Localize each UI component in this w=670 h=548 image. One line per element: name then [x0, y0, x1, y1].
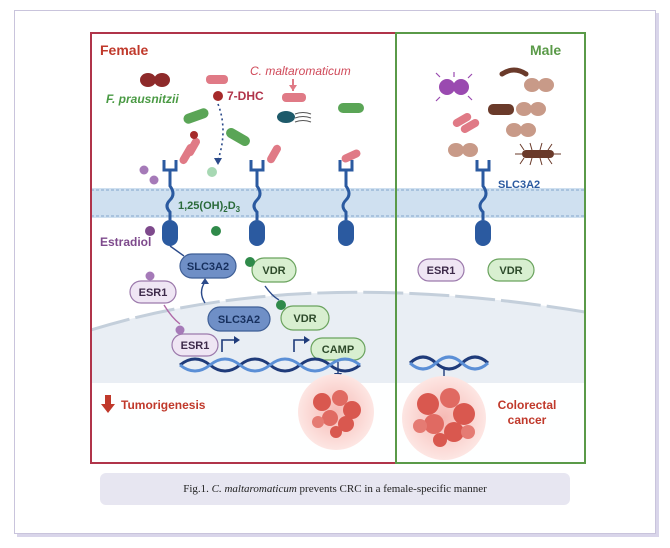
- colorectal-cancer-label-line2: cancer: [508, 413, 547, 427]
- c-maltaromaticum-bacterium: [282, 93, 306, 102]
- slc3a2-cytoplasm-label: SLC3A2: [187, 261, 229, 273]
- vitamin-d-molecule: [207, 167, 217, 177]
- slc3a2-nucleus-label: SLC3A2: [218, 314, 260, 326]
- cell-membrane: [91, 188, 585, 218]
- vdr-nucleus-label: VDR: [293, 313, 316, 325]
- bacterium: [277, 111, 295, 123]
- bacterium: [206, 75, 228, 84]
- figure-caption: Fig.1. C. maltaromaticum prevents CRC in…: [100, 473, 570, 505]
- vdr-cytoplasm-label: VDR: [262, 265, 285, 277]
- estradiol-molecule: [149, 175, 159, 185]
- caption-text: prevents CRC in a female-specific manner: [299, 483, 487, 495]
- bacterium: [338, 103, 364, 113]
- bacterium: [341, 149, 361, 163]
- esr1-cytoplasm-label: ESR1: [139, 287, 168, 299]
- bacterium: [226, 128, 250, 146]
- tumorigenesis-label: Tumorigenesis: [121, 398, 206, 412]
- camp-label: CAMP: [322, 344, 354, 356]
- esr1-male-label: ESR1: [427, 265, 456, 277]
- slc3a2-male-label: SLC3A2: [498, 179, 540, 191]
- bacterium: [140, 73, 156, 87]
- slc3a2-receptor: [249, 160, 265, 246]
- estradiol-label: Estradiol: [100, 235, 151, 249]
- estradiol-molecule: [139, 165, 149, 175]
- slc3a2-receptor: [162, 160, 178, 246]
- female-bacteria: [140, 73, 364, 165]
- esr1-protein-male: [417, 258, 465, 282]
- 7-dhc-label: 7-DHC: [227, 89, 264, 103]
- 7-dhc-molecule: [213, 91, 223, 101]
- slc3a2-protein-cytoplasm: [179, 253, 237, 279]
- vdr-protein-male: [487, 258, 535, 282]
- bacterium: [186, 137, 200, 157]
- bacterium: [183, 108, 209, 124]
- dna-helix-male: [408, 355, 490, 371]
- vitamin-d-sub2: 2: [223, 205, 228, 214]
- vitamin-d-molecule: [211, 226, 221, 236]
- male-title: Male: [530, 42, 561, 58]
- caption-species: C. maltaromaticum: [211, 483, 297, 495]
- molecule-dot: [190, 131, 198, 139]
- male-bacteria: [435, 67, 561, 166]
- slc3a2-receptor: [338, 160, 354, 246]
- esr1-protein-nucleus: [171, 333, 219, 357]
- female-title: Female: [100, 42, 148, 58]
- bacterium: [154, 73, 170, 87]
- vitamin-d-d: D: [228, 200, 236, 212]
- esr1-nucleus-label: ESR1: [181, 340, 210, 352]
- vitamin-d-label: 1,25(OH)2D3: [178, 200, 241, 214]
- caption-prefix: Fig.1.: [183, 483, 209, 495]
- tumor-female: [298, 374, 374, 450]
- down-arrow-icon: [101, 395, 115, 413]
- bacterium: [267, 144, 281, 164]
- dna-helix-female: [179, 357, 361, 373]
- slc3a2-receptor-male: [475, 160, 491, 246]
- slc3a2-protein-nucleus: [207, 306, 271, 332]
- vitamin-d-main: 1,25(OH): [178, 200, 224, 212]
- vitamin-d-sub3: 3: [236, 205, 241, 214]
- f-prausnitzii-label: F. prausnitzii: [106, 92, 179, 106]
- colorectal-cancer-label-line1: Colorectal: [498, 398, 557, 412]
- esr1-protein-cytoplasm: [129, 280, 177, 304]
- estradiol-molecule: [145, 226, 155, 236]
- vdr-protein-nucleus: [280, 305, 330, 331]
- c-maltaromaticum-label: C. maltaromaticum: [250, 64, 351, 78]
- nuclear-envelope: [91, 290, 585, 332]
- male-panel-border: [395, 32, 586, 464]
- vdr-protein-cytoplasm: [251, 257, 297, 283]
- tumor-male: [402, 376, 486, 460]
- vdr-male-label: VDR: [499, 265, 522, 277]
